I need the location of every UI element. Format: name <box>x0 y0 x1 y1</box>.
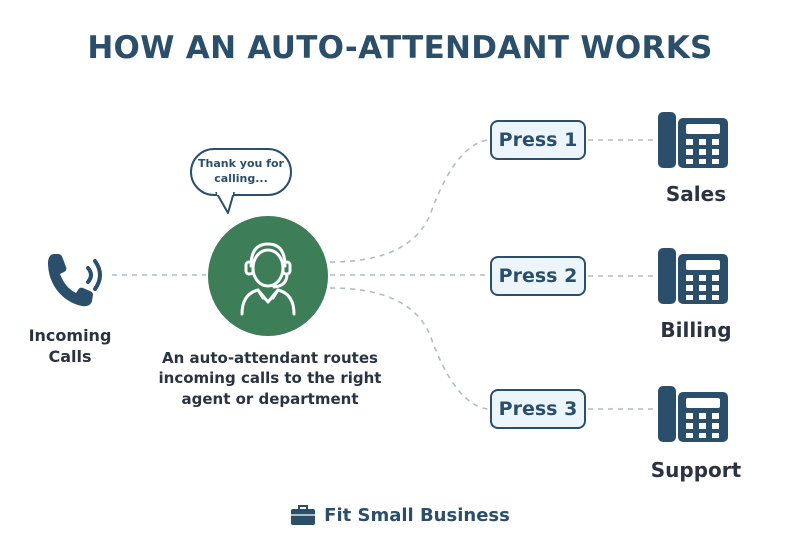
brand-logo: Fit Small Business <box>0 504 800 526</box>
press-3-button: Press 3 <box>490 389 586 429</box>
brand-name: Fit Small Business <box>324 504 510 526</box>
department-billing-label: Billing <box>660 318 732 342</box>
press-1-button: Press 1 <box>490 120 586 160</box>
phone-ringing-icon <box>48 254 102 307</box>
speech-bubble-tail <box>215 192 235 214</box>
connector-route-1 <box>329 139 489 263</box>
connector-route-3 <box>329 287 489 410</box>
diagram-title: HOW AN AUTO-ATTENDANT WORKS <box>87 30 713 66</box>
headset-agent-icon <box>240 242 296 316</box>
department-support-label: Support <box>650 458 742 482</box>
diagram-caption: An auto-attendant routes incoming calls … <box>158 349 382 408</box>
department-sales-label: Sales <box>665 182 727 206</box>
desk-phone-icon <box>658 112 728 168</box>
speech-bubble-text: Thank you for calling... <box>198 157 284 185</box>
briefcase-icon <box>291 505 316 525</box>
desk-phone-icon <box>658 248 728 304</box>
incoming-calls-label: Incoming Calls <box>28 326 112 366</box>
desk-phone-icon <box>658 386 728 442</box>
agent-circle <box>208 216 328 336</box>
speech-bubble: Thank you for calling... <box>190 148 292 196</box>
press-2-button: Press 2 <box>490 256 586 296</box>
